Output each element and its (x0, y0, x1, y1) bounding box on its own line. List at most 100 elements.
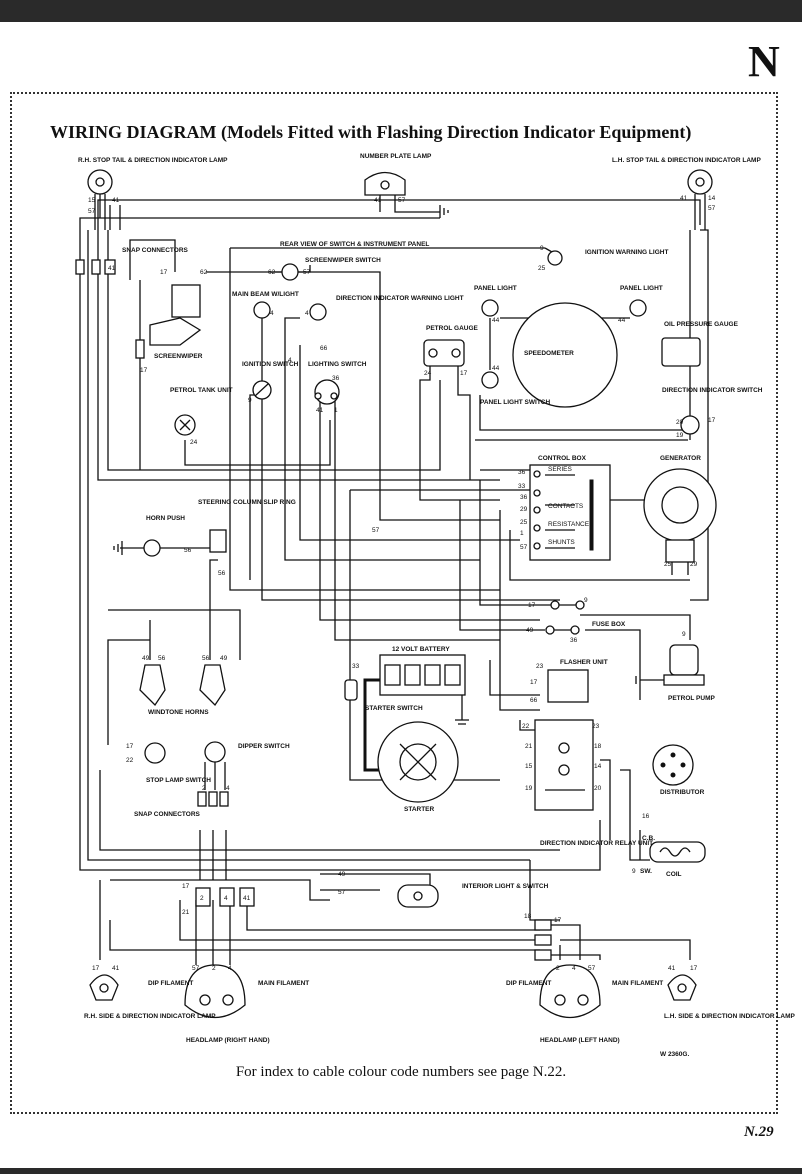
lh-side-lamp (667, 974, 697, 1001)
snap-connectors-headlamp (195, 887, 552, 961)
wire-num: 23 (592, 723, 600, 730)
wire-num: 49 (220, 655, 228, 662)
label-screenwiper: SCREENWIPER (154, 353, 203, 360)
label-horn-push: HORN PUSH (146, 515, 185, 522)
wire-num: 25 (664, 561, 672, 568)
label-main-filament-r: MAIN FILAMENT (612, 980, 663, 987)
wire-num: 9 (540, 245, 544, 252)
ignition-switch (252, 380, 272, 400)
direction-indicator-switch (680, 415, 700, 435)
wire-num: 9 (584, 597, 588, 604)
label-series: SERIES (548, 466, 573, 473)
wire-num: 19 (525, 785, 533, 792)
wire-num: 57 (338, 889, 346, 896)
label-petrol-tank: PETROL TANK UNIT (170, 387, 233, 394)
wire-num: 4 (288, 357, 292, 364)
label-petrol-pump: PETROL PUMP (668, 695, 715, 702)
interior-light (397, 884, 439, 908)
panel-light-switch (481, 371, 499, 389)
label-speedometer: SPEEDOMETER (524, 350, 574, 357)
dipper-switch (204, 741, 226, 790)
wire-num: 44 (618, 317, 626, 324)
wire-num: 9 (682, 631, 686, 638)
direction-indicator-relay-unit (534, 719, 594, 811)
wire-num: 29 (690, 561, 698, 568)
generator (643, 468, 717, 575)
direction-indicator-warning-light (309, 303, 327, 321)
wire-num: 17 (160, 269, 168, 276)
distributor (652, 744, 694, 786)
label-battery: 12 VOLT BATTERY (392, 646, 450, 653)
wire-num: 36 (520, 494, 528, 501)
wire-num: 49 (526, 627, 534, 634)
label-headlamp-rh: HEADLAMP (RIGHT HAND) (186, 1037, 270, 1044)
label-main-filament-l: MAIN FILAMENT (258, 980, 309, 987)
wire-num: 41 (243, 895, 251, 902)
starter-motor (377, 721, 459, 803)
wire-num: 2 (212, 965, 216, 972)
wire-num: 18 (524, 913, 532, 920)
wire-num: 49 (338, 871, 346, 878)
wire-num: 18 (594, 743, 602, 750)
number-plate-lamp (364, 171, 449, 218)
label-lh-side: L.H. SIDE & DIRECTION INDICATOR LAMP (664, 1013, 796, 1020)
wire-num: 66 (320, 345, 328, 352)
label-rh-stop-tail: R.H. STOP TAIL & DIRECTION INDICATOR LAM… (78, 157, 228, 164)
wiring-harness (79, 199, 709, 960)
label-drawing-no: W 2360G. (660, 1051, 689, 1058)
wire-num: 57 (88, 208, 96, 215)
wire-num: 2 (200, 895, 204, 902)
label-petrol-gauge: PETROL GAUGE (426, 325, 479, 332)
petrol-tank-unit (174, 414, 196, 436)
wire-num: 41 (668, 965, 676, 972)
wire-num: 14 (594, 763, 602, 770)
label-shunts: SHUNTS (548, 539, 575, 546)
wire-num: 17 (530, 679, 538, 686)
headlamp-right-hand (184, 960, 246, 1018)
wire-num: 4 (224, 895, 228, 902)
label-screenwiper-switch: SCREENWIPER SWITCH (305, 257, 381, 264)
label-snap-connectors-top: SNAP CONNECTORS (122, 247, 189, 254)
page-number: N.29 (744, 1124, 774, 1140)
label-generator: GENERATOR (660, 455, 701, 462)
battery (379, 654, 469, 725)
wire-num: 33 (352, 663, 360, 670)
wire-num: 29 (520, 506, 528, 513)
speedometer (512, 302, 618, 408)
petrol-gauge (423, 339, 465, 367)
wire-num: 36 (570, 637, 578, 644)
wire-num: 9 (248, 397, 252, 404)
wire-num: 56 (202, 655, 210, 662)
wire-num: 17 (460, 370, 468, 377)
wire-num: 17 (140, 367, 148, 374)
wire-num: 36 (332, 375, 340, 382)
wire-num: 44 (492, 365, 500, 372)
wire-num: 56 (158, 655, 166, 662)
wire-num: 33 (518, 483, 526, 490)
control-box (529, 464, 611, 561)
wire-num: 66 (530, 697, 538, 704)
label-distributor: DISTRIBUTOR (660, 789, 705, 796)
wire-num: 4 (305, 310, 309, 317)
wire-num: 21 (182, 909, 190, 916)
screenwiper-motor (135, 280, 202, 470)
rh-stop-tail-lamp (87, 169, 113, 230)
wire-num: 1 (334, 407, 338, 414)
wire-num: 41 (680, 195, 688, 202)
label-snap-connectors-lower: SNAP CONNECTORS (134, 811, 201, 818)
wire-num: 23 (536, 663, 544, 670)
label-dipper-switch: DIPPER SWITCH (238, 743, 290, 750)
wire-num: 4 (572, 965, 576, 972)
screenwiper-switch (270, 263, 311, 281)
flasher-unit (547, 669, 589, 703)
label-dip-filament-r: DIP FILAMENT (506, 980, 551, 987)
wire-num: 36 (518, 469, 526, 476)
wire-num: 17 (126, 743, 134, 750)
wire-num: 15 (525, 763, 533, 770)
label-ignition-switch: IGNITION SWITCH (242, 361, 299, 368)
bottom-bar (0, 1168, 802, 1174)
label-rear-view: REAR VIEW OF SWITCH & INSTRUMENT PANEL (280, 241, 429, 248)
label-lighting-switch: LIGHTING SWITCH (308, 361, 367, 368)
label-coil: COIL (666, 871, 682, 878)
wire-num: 2 (556, 965, 560, 972)
